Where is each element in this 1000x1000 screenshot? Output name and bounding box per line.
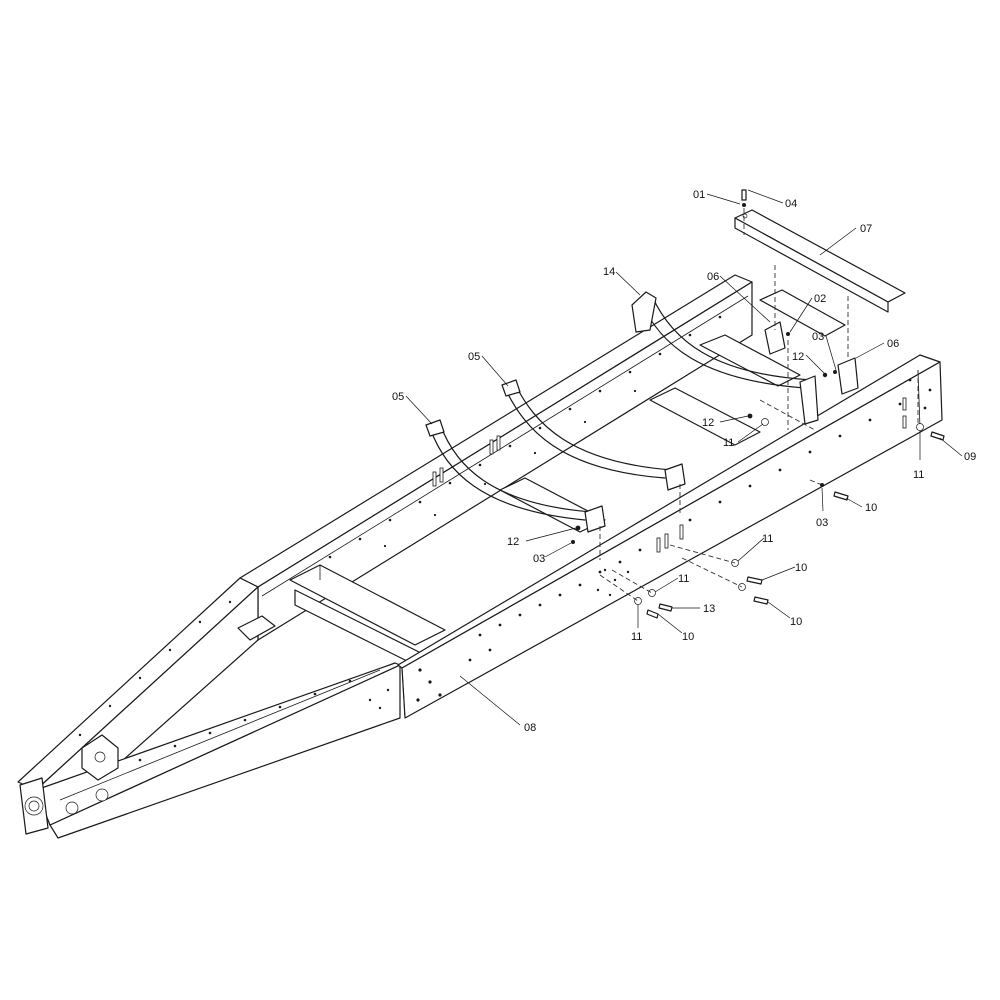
cross-bar-07: [734, 209, 906, 313]
tank-strap-rear: [631, 291, 819, 425]
callout-03-upper: 03: [812, 331, 824, 343]
washer-11-end: [916, 423, 924, 431]
callout-11-d: 11: [631, 631, 642, 643]
callout-13: 13: [703, 603, 715, 615]
callout-06-lower: 06: [887, 338, 899, 350]
nut-01: [742, 203, 746, 207]
nut-03-front: [571, 540, 575, 544]
cross-members: [289, 289, 846, 671]
callout-07: 07: [860, 223, 872, 235]
nut-03-upper: [833, 370, 837, 374]
washer-11-mid: [761, 418, 769, 426]
tank-strap-middle: [501, 379, 686, 491]
callout-10-a: 10: [865, 502, 877, 514]
nut-12-mid: [747, 413, 753, 419]
bolt-04: [741, 189, 747, 201]
callout-04: 04: [785, 198, 797, 210]
callout-01: 01: [693, 189, 705, 201]
bolt-10-b: [746, 576, 763, 585]
fasteners: [571, 189, 945, 619]
callout-10-c: 10: [790, 616, 802, 628]
bolt-10-a: [833, 491, 849, 501]
rail-holes: [416, 378, 932, 702]
callout-12-upper: 12: [792, 351, 804, 363]
far-side-rail: [239, 274, 753, 641]
callout-11-end: 11: [913, 469, 924, 481]
main-frame-rail: [397, 354, 943, 719]
nut-12-front: [575, 525, 581, 531]
callout-06-upper: 06: [707, 271, 719, 283]
callout-11-mid: 11: [723, 437, 734, 449]
callout-12-front: 12: [507, 536, 519, 548]
washer-11-d: [648, 589, 656, 597]
assembly-lines: [599, 208, 919, 602]
washer-02: [786, 332, 790, 336]
callout-05-middle: 05: [468, 351, 480, 363]
brackets: [764, 321, 859, 395]
bolt-13: [658, 603, 673, 612]
callout-14: 14: [603, 266, 615, 278]
bracket-06-lower: [837, 357, 859, 395]
callout-02: 02: [814, 293, 826, 305]
callout-09: 09: [964, 451, 976, 463]
callout-10-d: 10: [682, 631, 694, 643]
drawbar-holes: [78, 600, 390, 762]
leader-lines: [405, 189, 963, 726]
bolt-09: [930, 431, 945, 441]
callout-10-b: 10: [795, 562, 807, 574]
nut-12-upper: [822, 372, 828, 378]
callout-11-b: 11: [762, 533, 773, 545]
callout-03-side: 03: [816, 517, 828, 529]
callout-05-front: 05: [392, 391, 404, 403]
callout-labels: 01 04 07 14 06 02 03 06 12 05 05 12 11 1…: [392, 189, 976, 734]
bolt-10-d: [646, 609, 659, 619]
callout-08: 08: [524, 722, 536, 734]
drawbar: [17, 577, 401, 839]
washer-11-e: [634, 597, 642, 605]
bracket-06-upper: [764, 321, 786, 355]
callout-12-mid: 12: [702, 417, 714, 429]
bolt-10-c: [753, 596, 769, 605]
callout-03-front: 03: [533, 553, 545, 565]
tank-strap-front: [425, 419, 606, 533]
callout-11-c: 11: [678, 573, 689, 585]
